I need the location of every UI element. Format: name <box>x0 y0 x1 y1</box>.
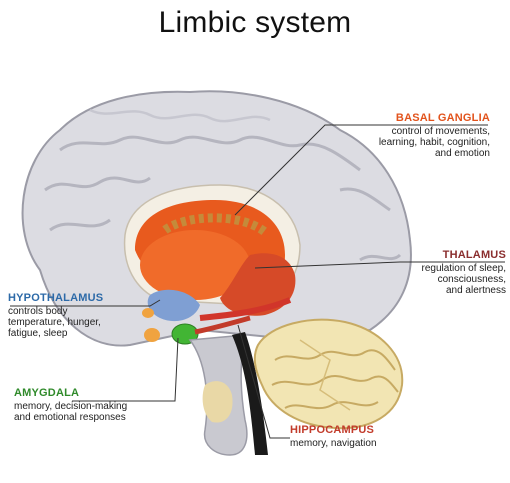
thalamus-title: THALAMUS <box>442 249 506 261</box>
amygdala-description: memory, decision-making and emotional re… <box>14 401 128 423</box>
amygdala-shape <box>171 323 199 345</box>
leader-thalamus <box>254 261 505 269</box>
pons-shape <box>202 381 233 423</box>
hippocampus-title: HIPPOCAMPUS <box>290 424 375 436</box>
diagram-title: Limbic system <box>158 6 352 39</box>
leader-hippocampus <box>237 324 290 439</box>
hypothalamus-title: HYPOTHALAMUS <box>8 292 104 304</box>
cerebellum-shape <box>253 318 404 430</box>
label-thalamus: THALAMUS regulation of sleep, consciousn… <box>398 249 506 297</box>
leader-lines <box>10 124 505 439</box>
spinal-tract-shape <box>232 332 268 455</box>
thalamus-description: regulation of sleep, consciousness, and … <box>421 263 506 296</box>
amygdala-title: AMYGDALA <box>14 387 80 399</box>
basal-ganglia-description: control of movements, learning, habit, c… <box>378 126 490 159</box>
leader-amygdala <box>72 337 179 402</box>
label-amygdala: AMYGDALA memory, decision-making and emo… <box>14 387 214 424</box>
basal-ganglia-title: BASAL GANGLIA <box>395 112 490 124</box>
label-hypothalamus: HYPOTHALAMUS controls body temperature, … <box>8 292 148 340</box>
hippocampus-shape <box>194 315 251 335</box>
label-hippocampus: HIPPOCAMPUS memory, navigation <box>290 424 450 450</box>
mammillary-shape <box>142 308 154 318</box>
label-basal-ganglia: BASAL GANGLIA control of movements, lear… <box>330 112 490 160</box>
leader-hypothalamus <box>10 299 161 307</box>
hypothalamus-shape <box>147 289 200 322</box>
thalamus-shape <box>220 253 296 316</box>
leader-basal-ganglia <box>234 124 488 216</box>
fornix-shape <box>199 297 292 321</box>
hypothalamus-description: controls body temperature, hunger, fatig… <box>8 306 101 339</box>
hippocampus-description: memory, navigation <box>290 438 377 449</box>
pituitary-shape <box>144 328 160 342</box>
